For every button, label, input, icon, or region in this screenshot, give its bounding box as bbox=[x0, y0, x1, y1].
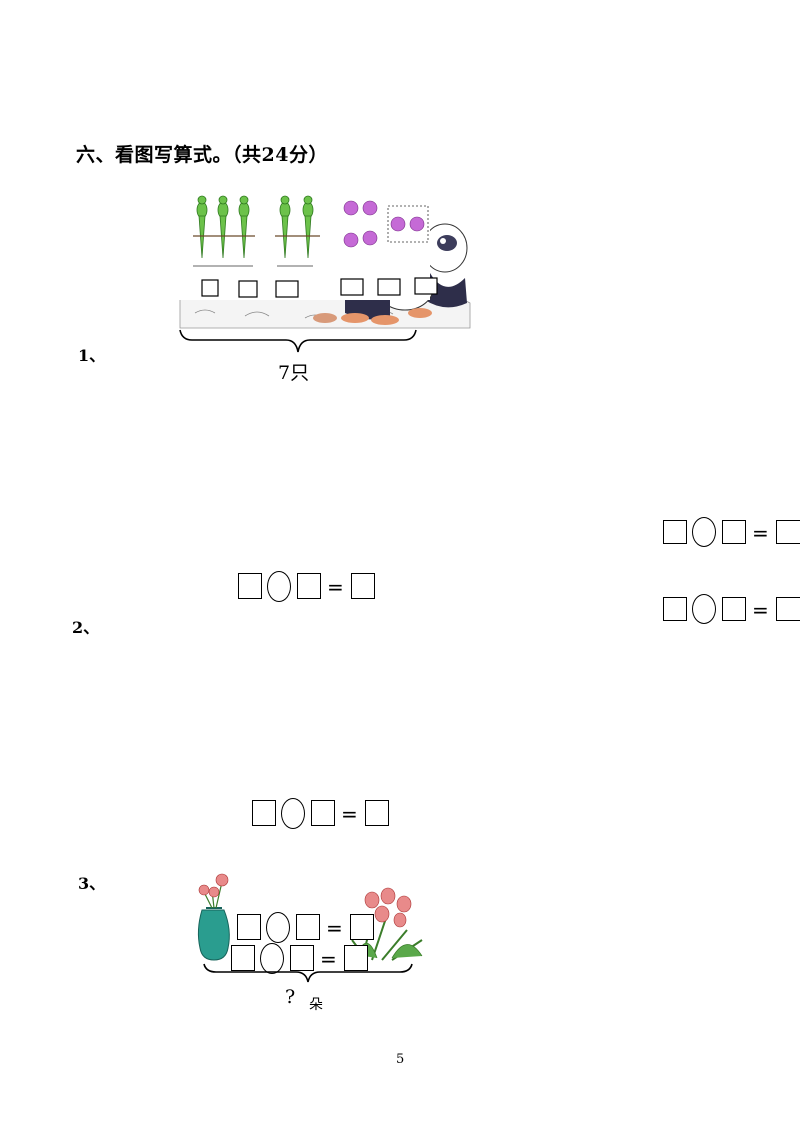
operator-oval[interactable] bbox=[260, 943, 284, 974]
answer-box[interactable] bbox=[231, 945, 255, 971]
question-1-brace bbox=[179, 329, 417, 353]
operator-oval[interactable] bbox=[267, 571, 291, 602]
equals-sign: = bbox=[327, 575, 344, 599]
question-1-total-caption: 7只 bbox=[278, 362, 310, 384]
operator-oval[interactable] bbox=[266, 912, 290, 943]
operator-oval[interactable] bbox=[692, 594, 716, 624]
question-3-illustration bbox=[197, 873, 423, 961]
question-2-number: 2、 bbox=[72, 618, 100, 637]
equals-sign: = bbox=[341, 802, 358, 826]
question-3-unit: 朵 bbox=[309, 997, 323, 1013]
question-3-brace bbox=[203, 963, 413, 983]
answer-box[interactable] bbox=[311, 800, 335, 826]
answer-box[interactable] bbox=[296, 914, 320, 940]
vase-icon bbox=[197, 873, 230, 961]
answer-box[interactable] bbox=[344, 945, 368, 971]
answer-boxes[interactable] bbox=[201, 277, 438, 298]
flower-icon bbox=[343, 200, 425, 248]
answer-box[interactable] bbox=[722, 597, 746, 621]
equals-sign: = bbox=[752, 521, 769, 545]
answer-box[interactable] bbox=[776, 597, 800, 621]
page-number: 5 bbox=[396, 1052, 405, 1067]
equals-sign: = bbox=[320, 947, 337, 971]
operator-oval[interactable] bbox=[281, 798, 305, 829]
answer-box[interactable] bbox=[297, 573, 321, 599]
answer-box[interactable] bbox=[238, 573, 262, 599]
answer-box[interactable] bbox=[252, 800, 276, 826]
tulip-icon bbox=[351, 887, 423, 961]
answer-box[interactable] bbox=[365, 800, 389, 826]
answer-box[interactable] bbox=[237, 914, 261, 940]
operator-oval[interactable] bbox=[692, 517, 716, 547]
question-3-total-caption: ? bbox=[285, 986, 296, 1008]
answer-box[interactable] bbox=[663, 597, 687, 621]
section-title: 六、看图写算式。（共24分） bbox=[76, 144, 328, 166]
equals-sign: = bbox=[752, 598, 769, 622]
question-3-number: 3、 bbox=[78, 874, 106, 893]
answer-box[interactable] bbox=[722, 520, 746, 544]
answer-box[interactable] bbox=[351, 573, 375, 599]
answer-box[interactable] bbox=[290, 945, 314, 971]
parrot-icon bbox=[196, 195, 314, 259]
answer-box[interactable] bbox=[350, 914, 374, 940]
answer-box[interactable] bbox=[663, 520, 687, 544]
question-1-illustration bbox=[175, 188, 471, 329]
equals-sign: = bbox=[326, 916, 343, 940]
answer-box[interactable] bbox=[776, 520, 800, 544]
question-1-number: 1、 bbox=[78, 346, 106, 365]
